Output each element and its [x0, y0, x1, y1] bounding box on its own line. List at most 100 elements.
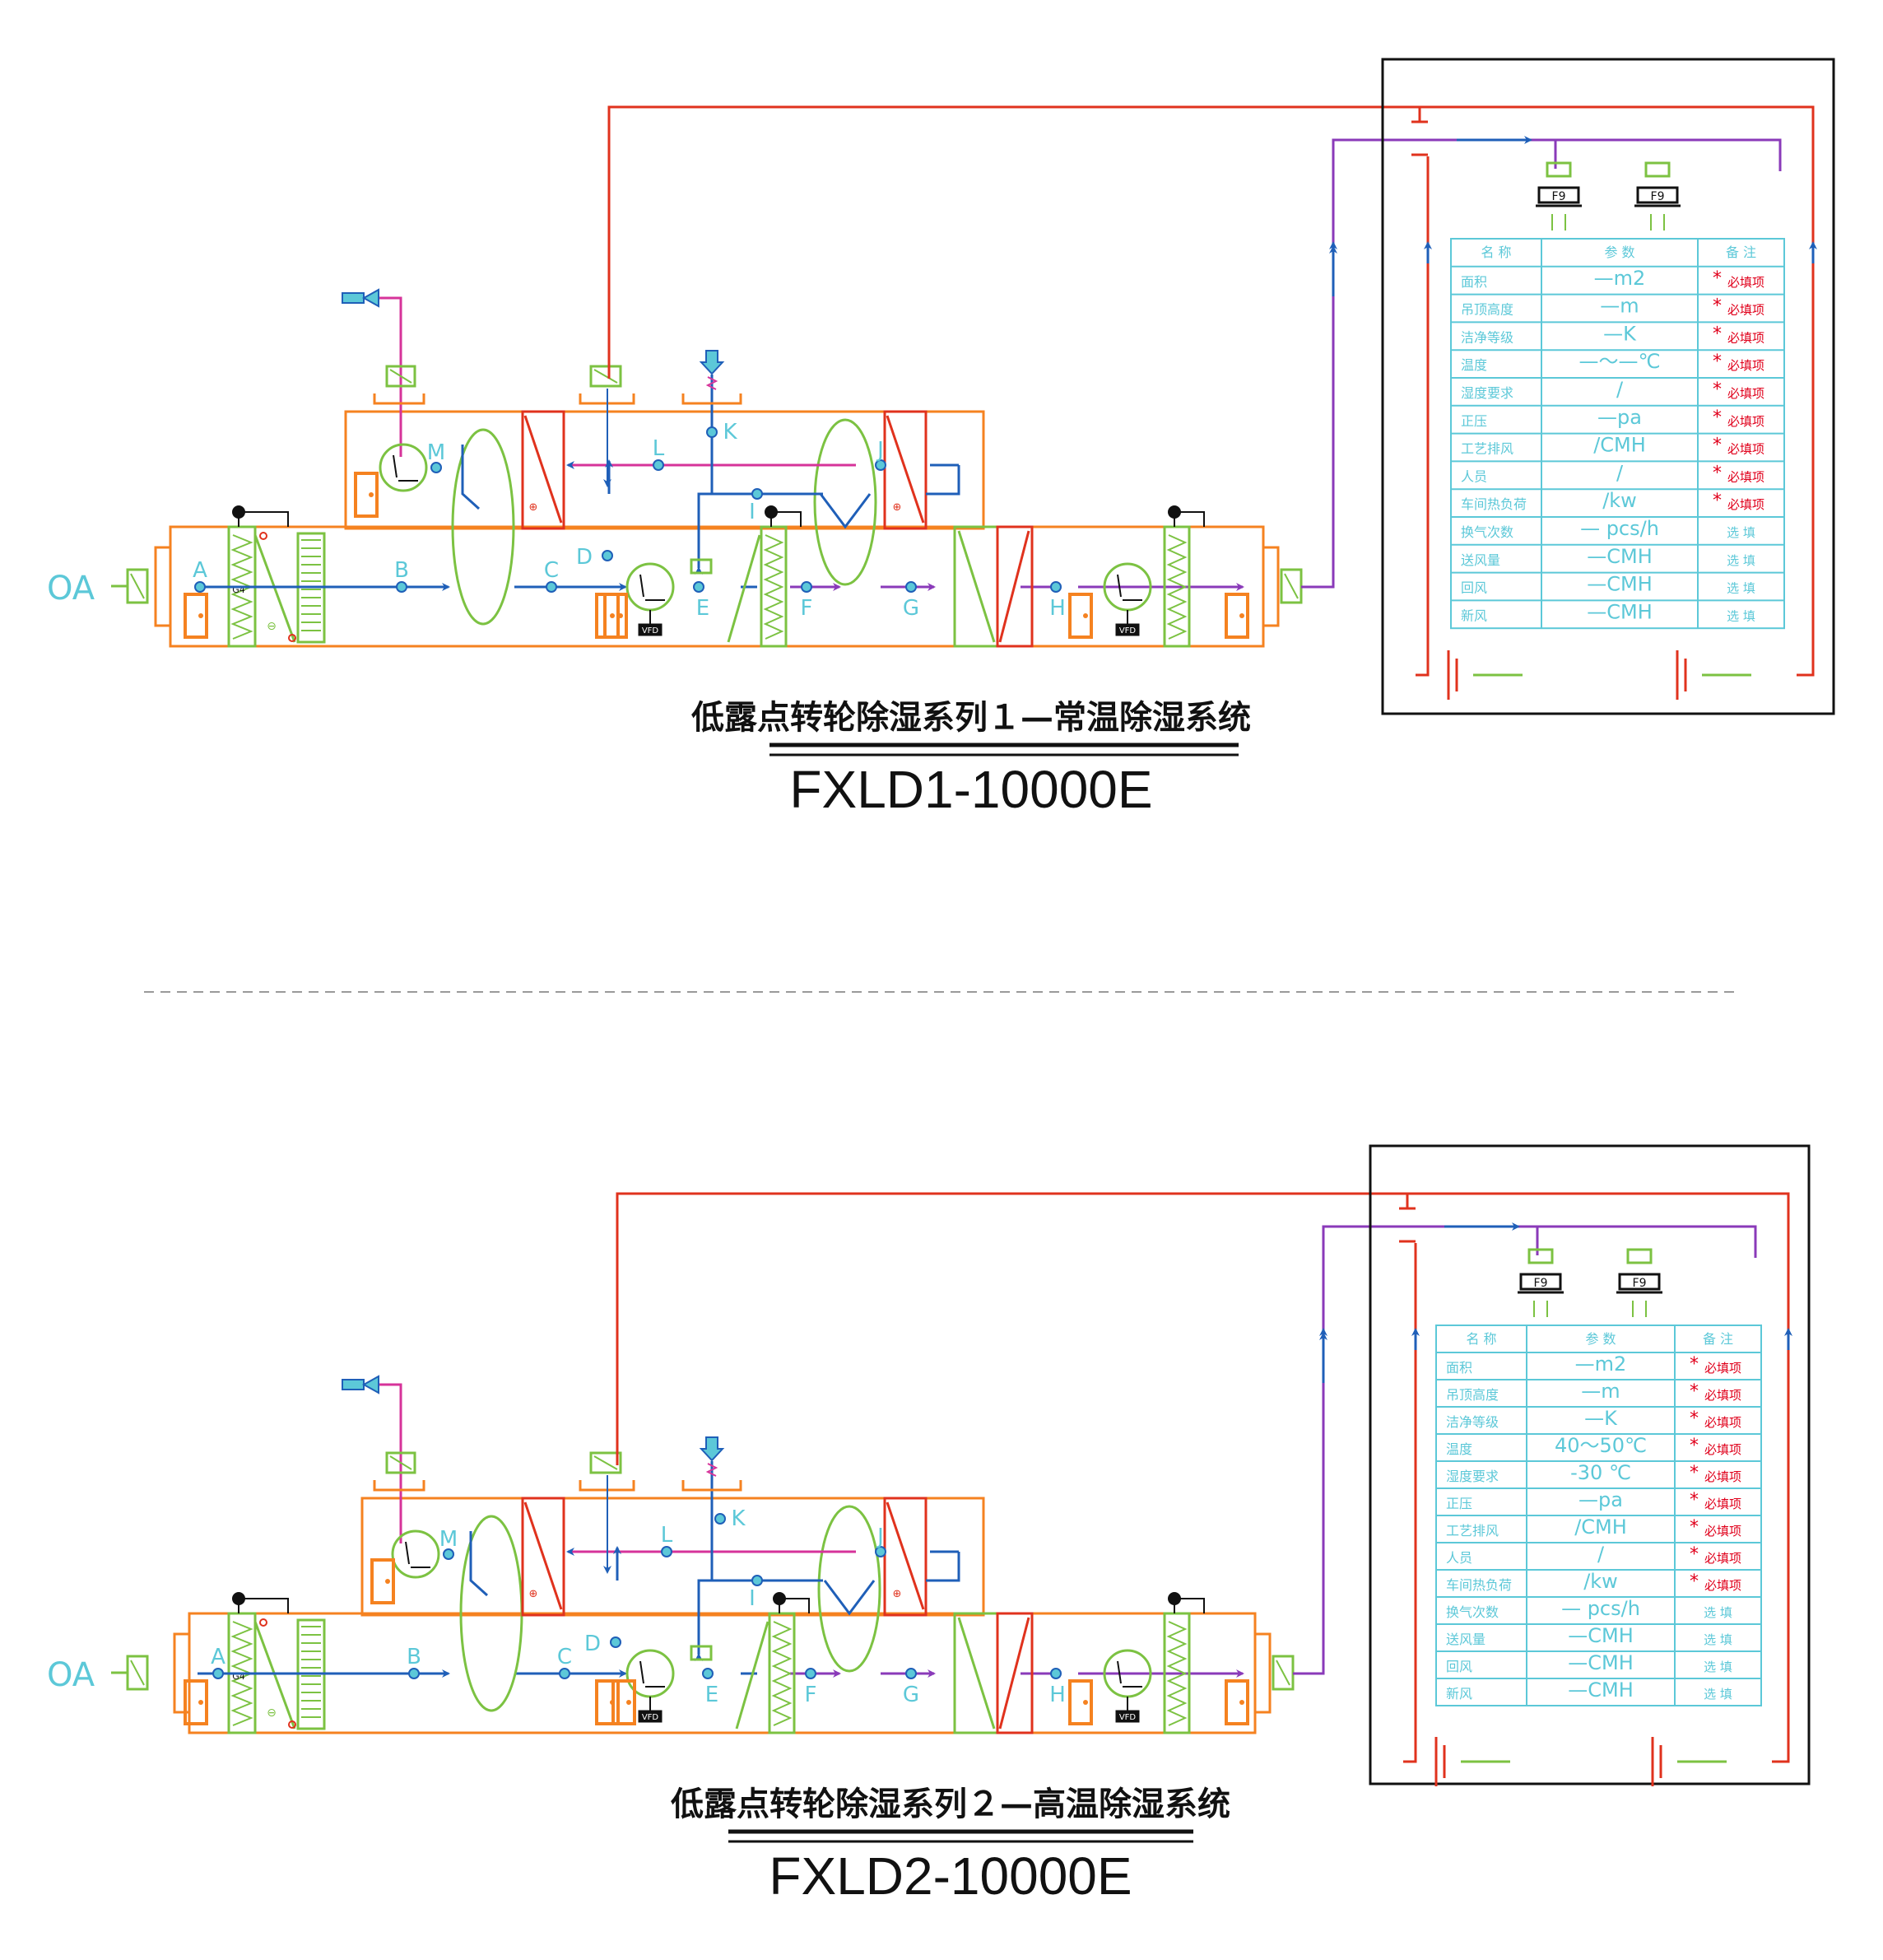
- table-cell-param: —m: [1581, 1380, 1620, 1403]
- fan-icon: [391, 1529, 440, 1579]
- point-label-c: C: [557, 1645, 572, 1669]
- point-label-h: H: [1049, 596, 1066, 621]
- table-cell-name: 工艺排风: [1461, 441, 1513, 457]
- pressure-gauge-icon: [1168, 1592, 1181, 1605]
- access-door-icon: [354, 472, 379, 518]
- point-label-l: L: [661, 1523, 673, 1548]
- damper-frame: [589, 365, 622, 388]
- point-label-f: F: [805, 1683, 817, 1707]
- access-door-icon: [370, 1558, 395, 1604]
- table-cell-note: 选 填: [1704, 1660, 1732, 1674]
- inlet-arrow-icon: [699, 1436, 725, 1462]
- table-cell-param: —K: [1603, 322, 1637, 345]
- fan-blade: [393, 454, 398, 478]
- required-star: *: [1713, 407, 1722, 428]
- return-grille-icon: [1434, 1737, 1510, 1786]
- pressure-gauge-icon: [232, 505, 245, 519]
- table-cell-param: — pcs/h: [1561, 1597, 1640, 1620]
- sensor-point: [905, 581, 917, 593]
- heater-mark: ⊕: [529, 1588, 538, 1600]
- point-label-a: A: [211, 1645, 225, 1669]
- point-label-a: A: [193, 558, 207, 583]
- point-label-m: M: [439, 1527, 458, 1552]
- system-title-cn: 低露点转轮除湿系列１—常温除湿系统: [691, 698, 1251, 737]
- table-cell-param: /: [1597, 1543, 1605, 1566]
- vfd-label: VFD: [642, 626, 659, 635]
- table-header-name: 名 称: [1466, 1331, 1496, 1347]
- filter-label: F9: [1651, 190, 1665, 203]
- cooler-block: [883, 1497, 928, 1617]
- table-cell-name: 洁净等级: [1461, 329, 1513, 345]
- filter-label: F9: [1552, 190, 1566, 203]
- filter-damper: [1644, 161, 1671, 178]
- table-cell-note: 选 填: [1704, 1605, 1732, 1620]
- damper-blade: [130, 1660, 145, 1686]
- inlet-spring: [705, 376, 718, 390]
- door-frame: [184, 593, 208, 639]
- return-grille-icon: [1447, 650, 1523, 700]
- duct-collar: [373, 393, 425, 405]
- regen-heater-diagonal: [523, 415, 563, 524]
- sensor-point: [408, 1668, 420, 1679]
- table-cell-param: —K: [1584, 1407, 1618, 1430]
- filter-box: [1636, 186, 1679, 204]
- cooler-diagonal: [886, 1501, 925, 1610]
- required-star: *: [1713, 379, 1722, 400]
- table-cell-note: 必填项: [1704, 1524, 1741, 1539]
- exhaust-arrow-icon: [342, 1375, 379, 1394]
- table-cell-param: — pcs/h: [1580, 517, 1659, 540]
- fan-blade: [405, 1541, 410, 1565]
- wheel-sector: [469, 1531, 489, 1597]
- system-title-cn: 低露点转轮除湿系列２—高温除湿系统: [671, 1785, 1230, 1823]
- table-header-param: 参 数: [1585, 1331, 1616, 1347]
- table-header-name: 名 称: [1481, 244, 1511, 260]
- fan-blade: [1117, 1660, 1122, 1684]
- regen-return: [926, 1552, 960, 1582]
- sensor-point: [905, 1668, 917, 1679]
- table-cell-name: 车间热负荷: [1446, 1577, 1512, 1593]
- sensor-point: [805, 1668, 816, 1679]
- table-cell-name: 工艺排风: [1446, 1523, 1499, 1539]
- heat-recovery-wheel: [813, 418, 877, 586]
- vfd-label: VFD: [1119, 626, 1137, 635]
- sensor-point: [430, 462, 442, 473]
- exhaust-line: [366, 1383, 402, 1424]
- sensor-point: [693, 581, 704, 593]
- table-cell-param: —CMH: [1587, 600, 1653, 623]
- damper-icon: [589, 1451, 622, 1474]
- oa-inlet-hood: [154, 546, 170, 627]
- table-cell-param: —CMH: [1568, 1678, 1634, 1702]
- table-cell-name: 洁净等级: [1446, 1414, 1499, 1430]
- table-cell-name: 面积: [1461, 274, 1487, 290]
- after-heater-diagonal: [998, 1617, 1030, 1730]
- door-handle: [618, 613, 623, 618]
- table-header-note: 备 注: [1726, 244, 1756, 260]
- table-cell-note: 必填项: [1727, 442, 1764, 457]
- filter-label: F9: [1534, 1277, 1548, 1290]
- heat-recovery-wheel: [817, 1505, 881, 1673]
- vfd-label: VFD: [642, 1713, 659, 1722]
- table-cell-param: —pa: [1597, 406, 1642, 429]
- sensor-point: [875, 1546, 886, 1557]
- damper-icon: [126, 1655, 149, 1691]
- damper-icon: [385, 365, 416, 388]
- gauge-tube: [1174, 1598, 1205, 1613]
- f9-filter-icon: F9: [1616, 1248, 1662, 1317]
- point-label-m: M: [427, 440, 445, 465]
- table-header-note: 备 注: [1703, 1331, 1733, 1347]
- fan-casing: [625, 562, 675, 612]
- damper-frame: [690, 558, 713, 575]
- door-frame: [1068, 1679, 1093, 1725]
- point-label-j: J: [876, 438, 884, 463]
- regen-heater: [521, 410, 565, 530]
- filter-damper: [1527, 1248, 1554, 1264]
- fan-blade: [639, 574, 644, 598]
- table-cell-note: 选 填: [1704, 1687, 1732, 1702]
- access-door-icon: [184, 1679, 208, 1725]
- filter-damper: [1546, 161, 1572, 178]
- table-cell-note: 必填项: [1704, 1361, 1741, 1376]
- exhaust-arrow-icon: [342, 288, 379, 308]
- sensor-point: [751, 488, 763, 500]
